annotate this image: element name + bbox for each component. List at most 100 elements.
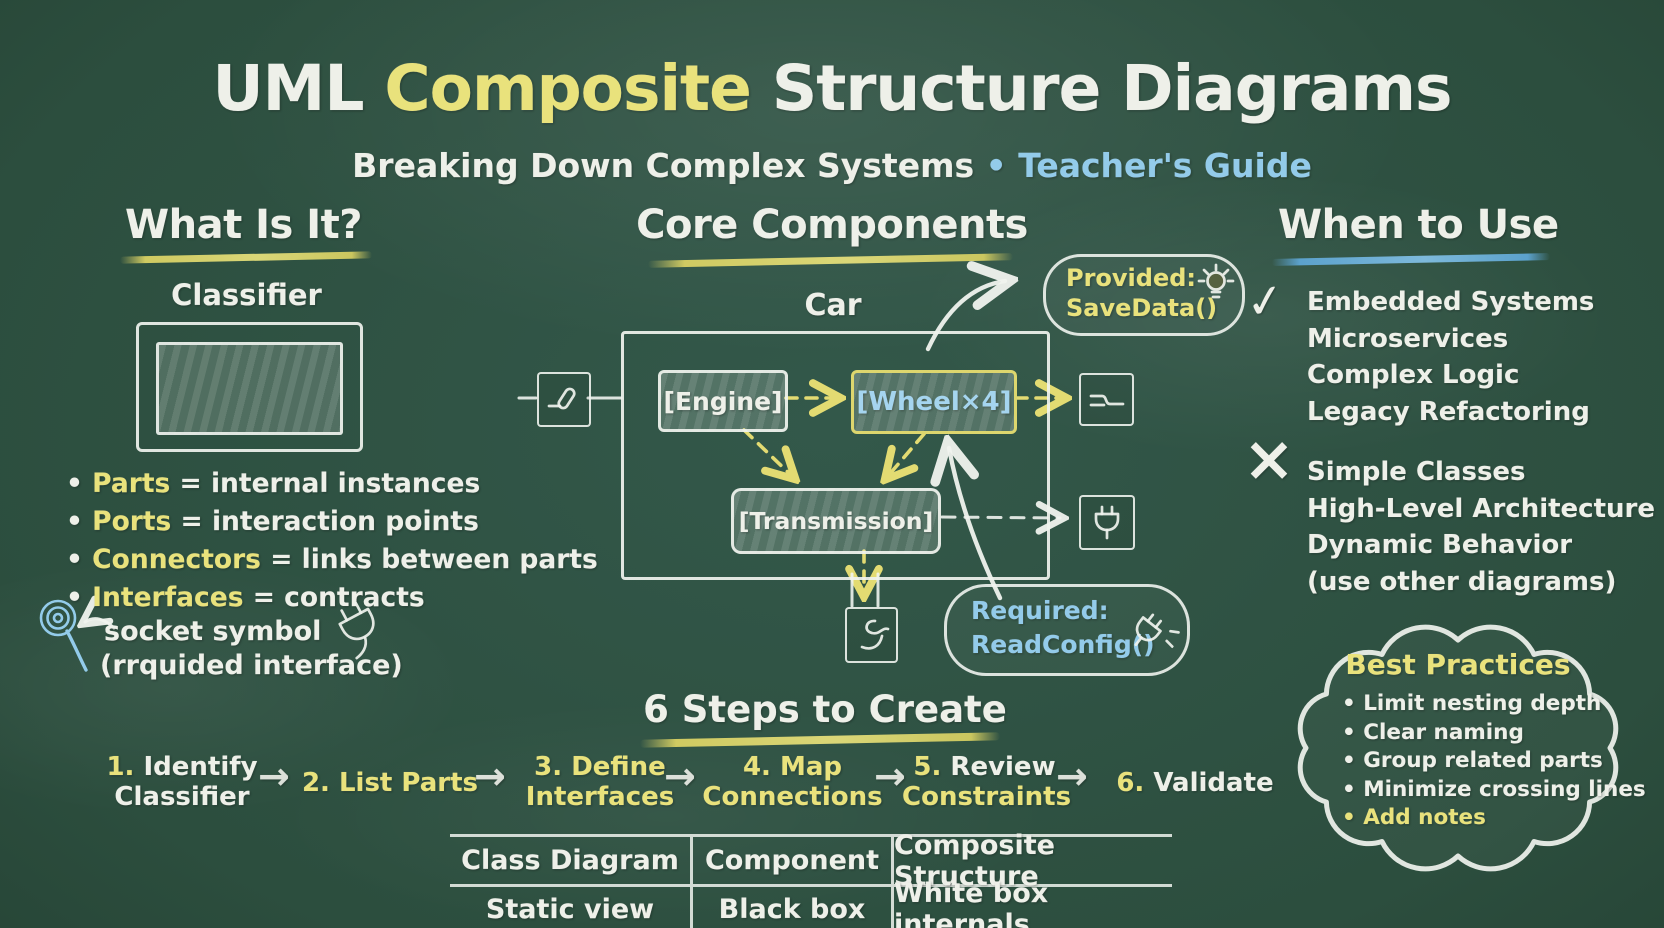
table-header-cell: Class Diagram	[450, 837, 690, 887]
cross-icon: ×	[1243, 422, 1295, 495]
car-structure-box	[621, 331, 1050, 580]
plug-small-icon	[1134, 613, 1180, 649]
step-2: 2. List Parts	[300, 768, 480, 798]
engine-part-label: [Engine]	[663, 386, 783, 416]
best-practices-heading: Best Practices	[1345, 648, 1571, 681]
wheel-part-box: [Wheel×4]	[851, 370, 1017, 434]
port-plug-box	[1079, 495, 1135, 550]
definition-text: = interaction points	[180, 506, 479, 537]
socket-note-line2: (rrquided interface)	[100, 650, 403, 681]
table-header-cell: Component	[690, 837, 891, 887]
definition-term: Interfaces	[92, 582, 244, 613]
lightbulb-icon	[1197, 263, 1235, 299]
best-practices-list: Limit nesting depth Clear naming Group r…	[1342, 690, 1646, 833]
step-label: Classifier	[114, 782, 250, 812]
step-label: Interfaces	[525, 782, 675, 812]
step-label: Validate	[1153, 768, 1274, 798]
subtitle-left: Breaking Down Complex Systems	[352, 146, 975, 185]
list-item: Minimize crossing lines	[1342, 776, 1645, 805]
poor-fit-list: Simple Classes High-Level Architecture D…	[1307, 454, 1655, 600]
subtitle-separator: •	[985, 146, 1007, 185]
step-number: 4.	[742, 752, 771, 782]
plug-port-icon	[1094, 505, 1120, 540]
required-label: Required:	[971, 596, 1109, 625]
step-label: Define	[571, 752, 666, 782]
classifier-outer-box	[136, 322, 363, 452]
list-item: Dynamic Behavior	[1307, 530, 1573, 560]
arrow-right-icon: →	[474, 754, 506, 798]
delegate-box	[845, 607, 898, 663]
list-item: High-Level Architecture	[1307, 493, 1655, 524]
core-components-heading: Core Components	[636, 202, 1028, 248]
list-item: Ports = interaction points	[66, 503, 598, 541]
list-item: Interfaces = contracts	[66, 579, 598, 617]
delegation-icon	[860, 619, 890, 650]
wheel-part-label: [Wheel×4]	[856, 387, 1012, 417]
transmission-part-box: [Transmission]	[731, 488, 941, 554]
step-number: 5.	[913, 752, 942, 782]
page-title: UML Composite Structure Diagrams	[0, 52, 1664, 125]
step-1: 1. Identify Classifier	[97, 752, 267, 812]
step-number: 6.	[1116, 768, 1145, 798]
definition-text: = contracts	[252, 582, 425, 613]
definition-term: Ports	[92, 506, 172, 537]
list-item: Microservices	[1307, 323, 1509, 354]
signal-port-icon	[1089, 394, 1125, 407]
socket-note-line1: socket symbol	[104, 616, 322, 647]
step-label: Map	[780, 752, 843, 782]
comparison-table: Class Diagram Component Composite Struct…	[450, 830, 1172, 928]
page-subtitle: Breaking Down Complex Systems • Teacher'…	[0, 146, 1664, 185]
title-highlight: Composite	[384, 52, 751, 125]
check-icon: ✓	[1242, 271, 1289, 331]
table-value-cell: Static view	[485, 893, 655, 925]
step-number: 1.	[106, 752, 135, 782]
table-value-cell: Black box	[690, 887, 891, 928]
step-number: 2.	[301, 768, 330, 798]
step-5: 5. Review Constraints	[902, 752, 1072, 812]
classifier-inner-box	[156, 342, 343, 435]
list-item: Clear naming	[1342, 719, 1646, 748]
list-item: Limit nesting depth	[1342, 690, 1646, 719]
steps-underline	[639, 732, 1001, 748]
step-label: Constraints	[902, 782, 1072, 812]
plug-doodle-icon	[338, 601, 375, 660]
required-method: ReadConfig()	[971, 630, 1155, 659]
table-header-cell: Composite Structure	[891, 830, 1172, 892]
list-item: Complex Logic	[1307, 360, 1520, 390]
when-to-use-heading: When to Use	[1278, 202, 1559, 248]
when-to-use-underline	[1271, 253, 1551, 266]
definition-term: Parts	[92, 468, 171, 499]
step-label: List Parts	[338, 768, 479, 798]
definitions-list: Parts = internal instances Ports = inter…	[66, 465, 598, 617]
port-signal-box	[1079, 373, 1134, 426]
step-label: Identify	[143, 752, 258, 782]
table-value-cell: White box internals	[891, 878, 1172, 928]
transmission-part-label: [Transmission]	[738, 507, 934, 535]
list-item: Embedded Systems	[1307, 287, 1595, 317]
step-4: 4. Map Connections	[700, 752, 885, 812]
what-is-it-underline	[119, 251, 373, 264]
arrow-right-icon: →	[1056, 754, 1088, 798]
car-classifier-label: Car	[804, 288, 862, 323]
list-item: Legacy Refactoring	[1307, 396, 1590, 427]
title-prefix: UML	[212, 52, 385, 125]
engine-part-box: [Engine]	[658, 370, 788, 432]
step-3: 3. Define Interfaces	[515, 752, 685, 812]
core-components-underline	[647, 253, 1014, 268]
provided-interface-bubble: Provided: SaveData()	[1043, 254, 1245, 336]
socket-lollipop-icon	[39, 599, 88, 672]
what-is-it-heading: What Is It?	[125, 202, 362, 248]
required-interface-bubble: Required: ReadConfig()	[944, 584, 1190, 676]
arrow-right-icon: →	[258, 754, 290, 798]
definition-text: = links between parts	[270, 544, 598, 575]
provided-method: SaveData()	[1066, 294, 1218, 322]
step-number: 3.	[534, 752, 563, 782]
provided-label: Provided:	[1066, 264, 1197, 292]
step-label: Review	[950, 752, 1056, 782]
classifier-label: Classifier	[171, 278, 322, 312]
arrow-right-icon: →	[874, 754, 906, 798]
list-item: Connectors = links between parts	[66, 541, 598, 579]
list-item: Add notes	[1342, 804, 1646, 833]
step-label: Connections	[702, 782, 883, 812]
